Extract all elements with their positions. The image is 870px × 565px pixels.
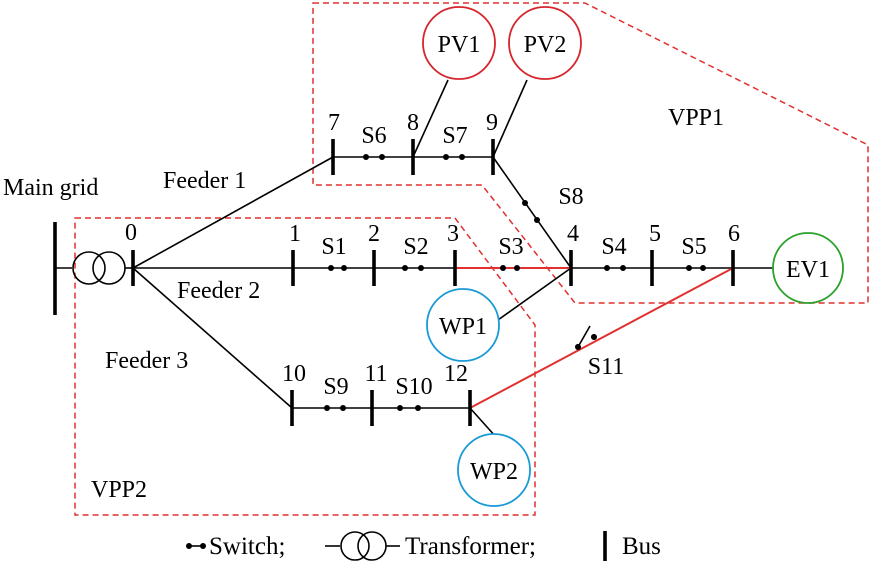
vpp1-boundary [312, 2, 869, 304]
switch-label: S6 [361, 123, 386, 149]
switch-label: S10 [395, 374, 432, 400]
pv2-label: PV2 [524, 32, 567, 58]
legend: Switch; Transformer; Bus [186, 531, 661, 561]
bus-label: 6 [728, 221, 740, 247]
bus-label: 3 [447, 221, 459, 247]
switch-label: S11 [588, 354, 624, 380]
switch-label: S7 [442, 123, 467, 149]
wp2-label: WP2 [470, 459, 518, 485]
pv2-unit: PV2 [508, 6, 582, 80]
switch-label: S9 [323, 374, 348, 400]
switch-label: S1 [321, 234, 346, 260]
s11-open-switch [572, 325, 600, 351]
legend-bus-label: Bus [622, 533, 661, 560]
feeder-1-label: Feeder 1 [163, 168, 246, 194]
bus-label: 12 [444, 361, 468, 387]
bus-labels: 0 1 2 3 4 5 6 7 8 9 10 11 12 [125, 110, 740, 387]
transformer-symbol-icon [325, 531, 400, 561]
feeder-2-label: Feeder 2 [177, 278, 260, 304]
bus-label: 10 [282, 361, 306, 387]
vpp2-label: VPP2 [91, 477, 147, 503]
bus-label: 2 [368, 221, 380, 247]
wp1-label: WP1 [439, 314, 487, 340]
bus-label: 11 [364, 361, 387, 387]
transformer-icon [72, 251, 126, 285]
vpp1-label: VPP1 [668, 105, 724, 131]
bus-label: 8 [407, 110, 419, 136]
wp1-unit: WP1 [426, 288, 500, 362]
bus-label: 4 [567, 221, 579, 247]
bus-label: 5 [649, 221, 661, 247]
wp2-unit: WP2 [457, 433, 531, 507]
tie-lines [455, 267, 734, 409]
switch-label: S2 [403, 234, 428, 260]
ev1-unit: EV1 [772, 232, 844, 304]
bus-label: 0 [125, 220, 137, 246]
switch-label: S5 [681, 234, 706, 260]
vpp2-boundary [74, 217, 536, 516]
switch-label: S4 [601, 234, 626, 260]
pv1-unit: PV1 [422, 6, 496, 80]
ev1-label: EV1 [786, 257, 830, 283]
switch-symbol-icon [186, 543, 206, 549]
pv1-label: PV1 [438, 32, 481, 58]
switch-label: S8 [558, 184, 583, 210]
switch-labels: S1 S2 S3 S4 S5 S6 S7 S8 S9 S10 S11 [321, 123, 706, 400]
bus-label: 7 [328, 110, 340, 136]
bus-label: 1 [289, 221, 301, 247]
bus-bars [131, 139, 735, 426]
switch-label: S3 [498, 234, 523, 260]
feeder-3-label: Feeder 3 [105, 348, 188, 374]
legend-switch-label: Switch; [209, 533, 285, 560]
legend-transformer-label: Transformer; [405, 533, 536, 560]
bus-label: 9 [486, 110, 498, 136]
main-grid-label: Main grid [3, 175, 98, 201]
